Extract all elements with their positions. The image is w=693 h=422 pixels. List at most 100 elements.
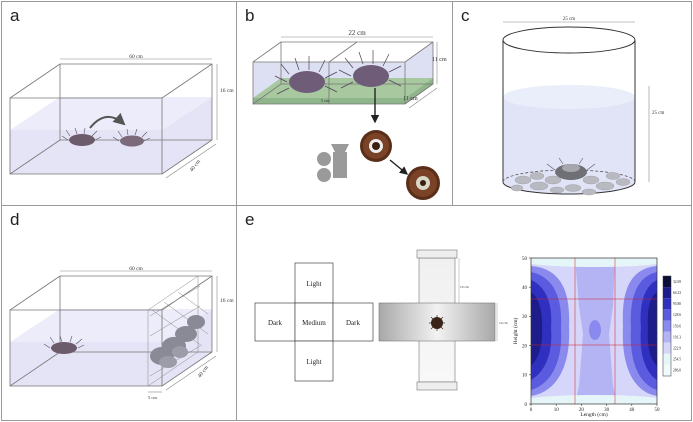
cylinder-c-diagram: 25 cm 25 cm xyxy=(502,17,664,196)
sea-urchin-icon xyxy=(274,56,338,95)
colorbar-tick-label: 64.23 xyxy=(673,291,681,295)
y-tick-label: 20 xyxy=(522,344,528,349)
colorbar-segment xyxy=(663,342,671,354)
colorbar-tick-label: 222.9 xyxy=(673,347,681,351)
panel-letter-d: d xyxy=(10,210,20,229)
y-axis-ticks: 0 10 20 30 40 50 xyxy=(522,257,531,408)
depth-dimension-line xyxy=(165,143,217,179)
y-tick-label: 30 xyxy=(522,315,528,320)
x-tick-label: 30 xyxy=(604,408,610,413)
camera-icon xyxy=(317,144,349,182)
y-tick-label: 50 xyxy=(522,257,528,262)
y-tick-label: 0 xyxy=(525,403,528,408)
width-label: 60 cm xyxy=(129,54,143,60)
plot-frame xyxy=(530,257,658,405)
gap-label: 5 cm xyxy=(148,395,157,400)
x-tick-label: 40 xyxy=(629,408,635,413)
arm-right-label: Dark xyxy=(346,319,360,327)
water-surface xyxy=(10,97,212,130)
x-tick-label: 10 xyxy=(554,408,560,413)
x-tick-label: 50 xyxy=(655,408,661,413)
maze-center-label: Medium xyxy=(302,319,326,327)
arm-left xyxy=(254,302,296,342)
panel-e: e Light Dark Medium Dark Light xyxy=(236,205,692,421)
depth-label: 11 cm xyxy=(403,96,418,102)
x-tick-label: 20 xyxy=(579,408,585,413)
y-tick-label: 40 xyxy=(522,286,528,291)
water-surface xyxy=(10,309,212,342)
colorbar-segment xyxy=(663,298,671,310)
tank-outline xyxy=(252,41,434,105)
tank-d-diagram: 60 cm 16 cm 40 cm 5 cm xyxy=(9,266,234,400)
bottom-label: 5 cm xyxy=(321,98,330,103)
sea-urchin-icon xyxy=(429,315,445,331)
stone-clump xyxy=(150,315,205,368)
colorbar-tick-label: 254.5 xyxy=(673,358,681,362)
depth-dimension-line xyxy=(408,87,438,109)
panel-c: c xyxy=(452,1,692,206)
urchin-top-view-icon xyxy=(360,130,392,162)
cylinder-top xyxy=(502,26,636,54)
colorbar-tick-label: 191.3 xyxy=(673,335,681,339)
green-substrate-top xyxy=(253,78,433,98)
sea-urchin-icon xyxy=(338,50,402,89)
sea-urchin-icon xyxy=(43,335,85,354)
tank-b-diagram: 22 cm 11 cm 11 cm 5 cm xyxy=(252,29,447,200)
arm-bottom xyxy=(294,340,334,382)
colorbar-tick-label: 286.0 xyxy=(673,369,681,373)
panel-a: a xyxy=(1,1,237,206)
water-body xyxy=(10,97,212,174)
height-label: 11 cm xyxy=(432,57,447,63)
sea-urchin-icon xyxy=(61,127,102,146)
heatmap-contours xyxy=(531,258,657,404)
arm-top-label: Light xyxy=(306,280,321,288)
arm-right xyxy=(332,302,374,342)
panel-letter-c: c xyxy=(461,6,470,25)
top-label: 25 cm xyxy=(563,17,575,22)
colorbar-tick-label: 128.6 xyxy=(673,313,681,317)
colorbar-segment xyxy=(663,331,671,343)
plus-maze xyxy=(254,262,374,382)
colorbar-tick-label: 32.69 xyxy=(673,280,681,284)
cylinder-bottom xyxy=(502,181,636,195)
colorbar-segment xyxy=(663,320,671,332)
stones xyxy=(510,172,631,196)
height-label: 16 cm xyxy=(220,298,234,304)
colorbar: 32.69 64.23 95.80 128.6 159.6 191.3 222.9 254.5… xyxy=(662,275,681,377)
panel-letter-e: e xyxy=(245,210,255,229)
panel-letter-a: a xyxy=(10,6,20,25)
arm-left-label: Dark xyxy=(268,319,282,327)
colorbar-segment xyxy=(663,309,671,321)
colorbar-segment xyxy=(663,353,671,365)
depth-label: 40 cm xyxy=(189,158,203,173)
arm-bottom-label: Light xyxy=(306,358,321,366)
colorbar-tick-label: 95.80 xyxy=(673,302,681,306)
plus-maze-diagram: Light Dark Medium Dark Light xyxy=(254,249,681,418)
top-label: 22 cm xyxy=(348,29,366,37)
panel-d: d xyxy=(1,205,237,421)
depth-label: 40 cm xyxy=(197,364,211,379)
colorbar-segment xyxy=(663,287,671,299)
diagonal-arrow-icon xyxy=(389,159,409,175)
panel-b: b xyxy=(236,1,453,206)
colorbar-tick-label: 159.6 xyxy=(673,324,681,328)
tank-outline xyxy=(9,63,213,175)
water-body xyxy=(10,309,212,386)
arm-width-label: 10 cm xyxy=(499,321,508,325)
colorbar-segment xyxy=(663,364,671,376)
y-tick-label: 10 xyxy=(522,374,528,379)
width-label: 60 cm xyxy=(129,266,143,272)
tank-a-diagram: 60 cm 16 cm 40 cm xyxy=(9,54,234,179)
water-body xyxy=(503,97,635,194)
colorbar-frame xyxy=(662,275,672,377)
sea-urchin-icon xyxy=(546,157,596,180)
colorbar-segment xyxy=(663,276,671,288)
maze-center xyxy=(294,302,334,342)
sea-urchin-icon xyxy=(112,128,151,147)
move-arrow-icon xyxy=(89,112,126,129)
depth-dimension-line xyxy=(165,355,217,391)
water-surface xyxy=(503,85,635,109)
